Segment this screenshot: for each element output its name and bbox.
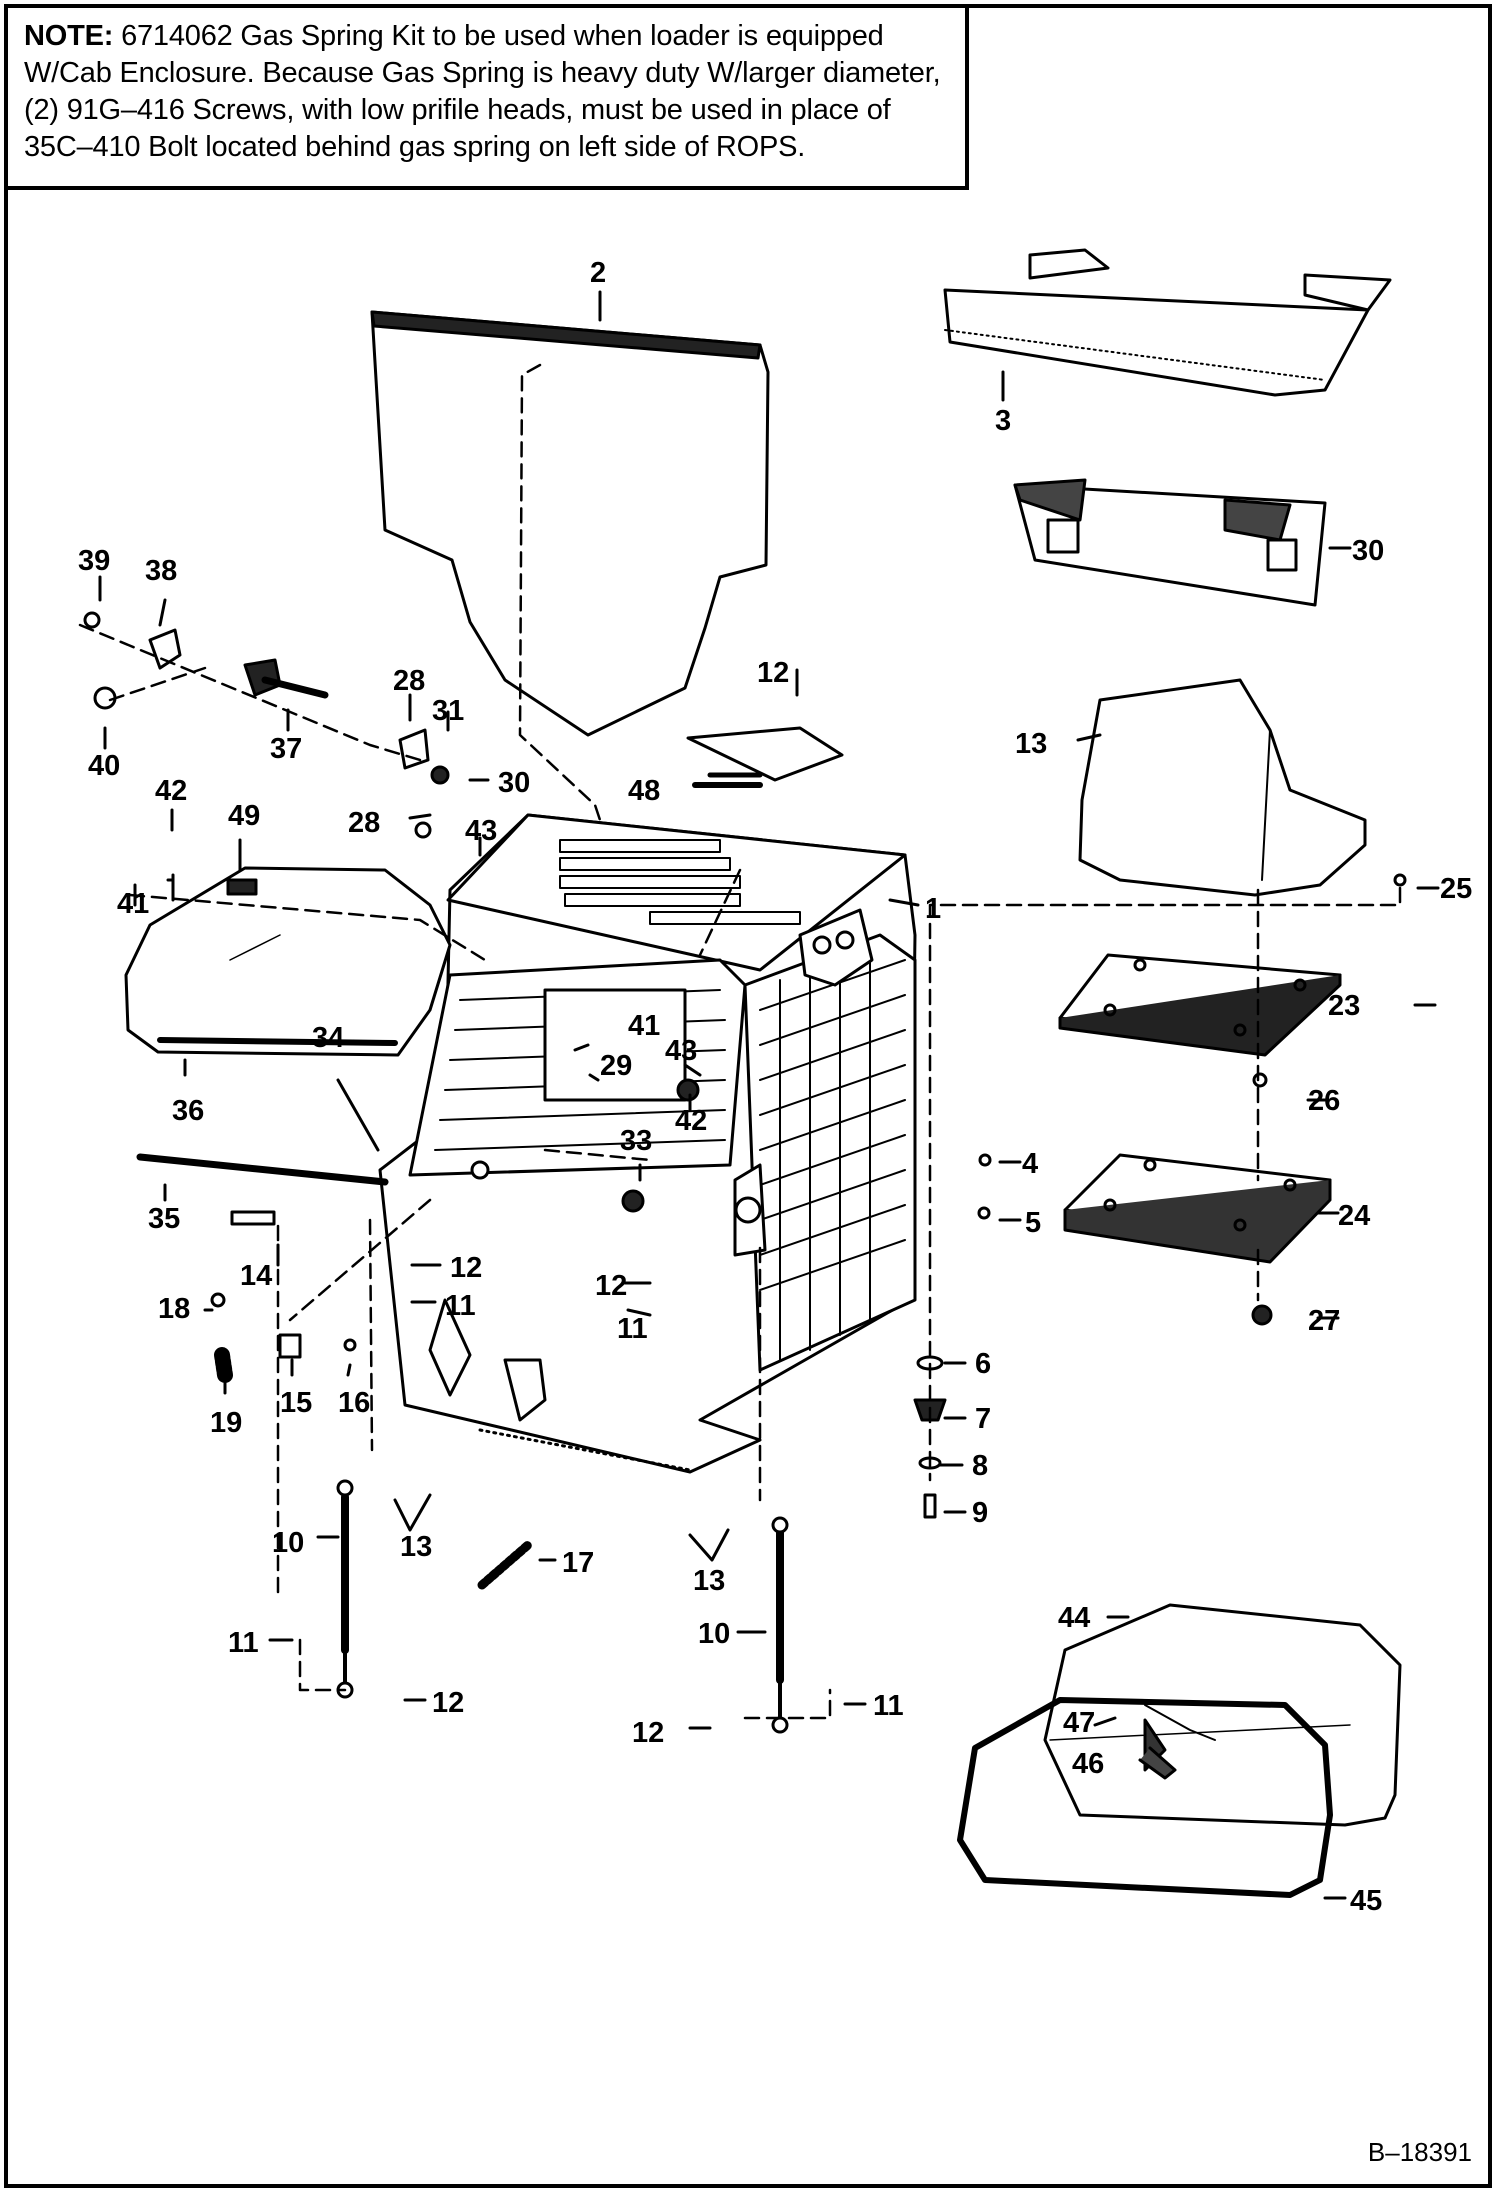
- callout-49: 49: [228, 800, 260, 832]
- callout-11a: 11: [445, 1290, 476, 1322]
- callout-33: 35: [148, 1203, 180, 1235]
- callout-12d: 12: [632, 1717, 664, 1749]
- callout-37: 39: [78, 545, 110, 577]
- callout-12b: 12: [595, 1270, 627, 1302]
- callout-23: 24: [1338, 1200, 1370, 1232]
- callout-42a: 42: [155, 775, 187, 807]
- callout-27: 28: [393, 665, 425, 697]
- callout-11c: 11: [228, 1627, 259, 1659]
- front-door-window-icon: [1043, 1603, 1402, 1827]
- callout-9: 9: [972, 1497, 988, 1529]
- handle-icon: [692, 772, 763, 788]
- foam-pad-icon: [1063, 1153, 1332, 1264]
- callout-5: 5: [1025, 1207, 1041, 1239]
- note-box: NOTE: 6714062 Gas Spring Kit to be used …: [4, 4, 969, 190]
- headliner-icon: [1013, 478, 1327, 607]
- gas-spring-left-icon: [336, 1479, 354, 1699]
- rear-window-panel-icon: [370, 310, 770, 737]
- callout-26: 27: [1308, 1305, 1340, 1337]
- callout-10b: 10: [698, 1618, 730, 1650]
- seat-icon: [1078, 678, 1367, 897]
- callout-28b: 29: [600, 1050, 632, 1082]
- callout-15: 15: [280, 1387, 312, 1419]
- callout-12c: 12: [432, 1687, 464, 1719]
- door-rod-icon: [136, 1153, 389, 1186]
- latch-assembly-icon: [83, 611, 430, 770]
- callout-21: 13: [1015, 728, 1047, 760]
- note-text: NOTE: 6714062 Gas Spring Kit to be used …: [24, 18, 949, 166]
- callout-38: 40: [88, 750, 120, 782]
- callout-28a: 28: [348, 807, 380, 839]
- callout-6: 6: [975, 1348, 991, 1380]
- callout-20: 12: [757, 657, 789, 689]
- drawing-number: B–18391: [1367, 2137, 1472, 2167]
- callout-13b: 13: [693, 1565, 725, 1597]
- gas-spring-right-icon: [771, 1516, 789, 1734]
- spring-19-icon: [214, 1347, 233, 1383]
- callout-43: 43: [465, 815, 497, 847]
- callout-labels: 2 3 30 12 13 48 1 25 23 26 24 27 4 5 6 7…: [78, 257, 1472, 1917]
- callout-7: 7: [975, 1403, 991, 1435]
- callout-25: 26: [1308, 1085, 1340, 1117]
- callout-14: 14: [240, 1260, 272, 1292]
- callout-48: 48: [628, 775, 660, 807]
- callout-32: 34: [312, 1022, 344, 1054]
- callout-16: 16: [338, 1387, 370, 1419]
- callout-1: 1: [925, 893, 941, 925]
- callout-30: 31: [432, 695, 464, 727]
- callout-19: 19: [210, 1407, 242, 1439]
- callout-42b: 43: [665, 1035, 697, 1067]
- callout-36: 38: [145, 555, 177, 587]
- callout-2: 2: [590, 257, 606, 289]
- callout-13a: 13: [400, 1531, 432, 1563]
- callout-11b: 11: [617, 1313, 648, 1345]
- door-seal-icon: [957, 1697, 1333, 1898]
- callout-12a: 12: [450, 1252, 482, 1284]
- note-label: NOTE:: [24, 20, 114, 52]
- callout-39: 41: [628, 1010, 660, 1042]
- callout-35: 37: [270, 733, 302, 765]
- callout-22: 23: [1328, 990, 1360, 1022]
- callout-41a: 41: [117, 888, 149, 920]
- spring-17-icon: [477, 1540, 533, 1590]
- callout-11d: 11: [873, 1690, 904, 1722]
- side-window-icon: [124, 866, 452, 1057]
- callout-10a: 10: [272, 1527, 304, 1559]
- callout-47: 47: [1063, 1707, 1095, 1739]
- callout-3: 3: [995, 405, 1011, 437]
- access-plate-icon: [686, 726, 844, 782]
- seat-plate-icon: [1058, 953, 1342, 1057]
- callout-24: 25: [1440, 873, 1472, 905]
- note-body: 6714062 Gas Spring Kit to be used when l…: [24, 20, 941, 163]
- callout-4: 4: [1022, 1148, 1038, 1180]
- top-panel-icon: [943, 248, 1392, 397]
- callout-34: 36: [172, 1095, 204, 1127]
- cab-rops-body-icon: [378, 813, 917, 1474]
- callout-40: 30: [1352, 535, 1384, 567]
- callout-8: 8: [972, 1450, 988, 1482]
- callout-17: 17: [562, 1547, 594, 1579]
- callout-46: 46: [1072, 1748, 1104, 1780]
- callout-44: 44: [1058, 1602, 1090, 1634]
- callout-29: 30: [498, 767, 530, 799]
- callout-41b: 42: [675, 1105, 707, 1137]
- callout-45: 45: [1350, 1885, 1382, 1917]
- callout-31: 33: [620, 1125, 652, 1157]
- callout-18: 18: [158, 1293, 190, 1325]
